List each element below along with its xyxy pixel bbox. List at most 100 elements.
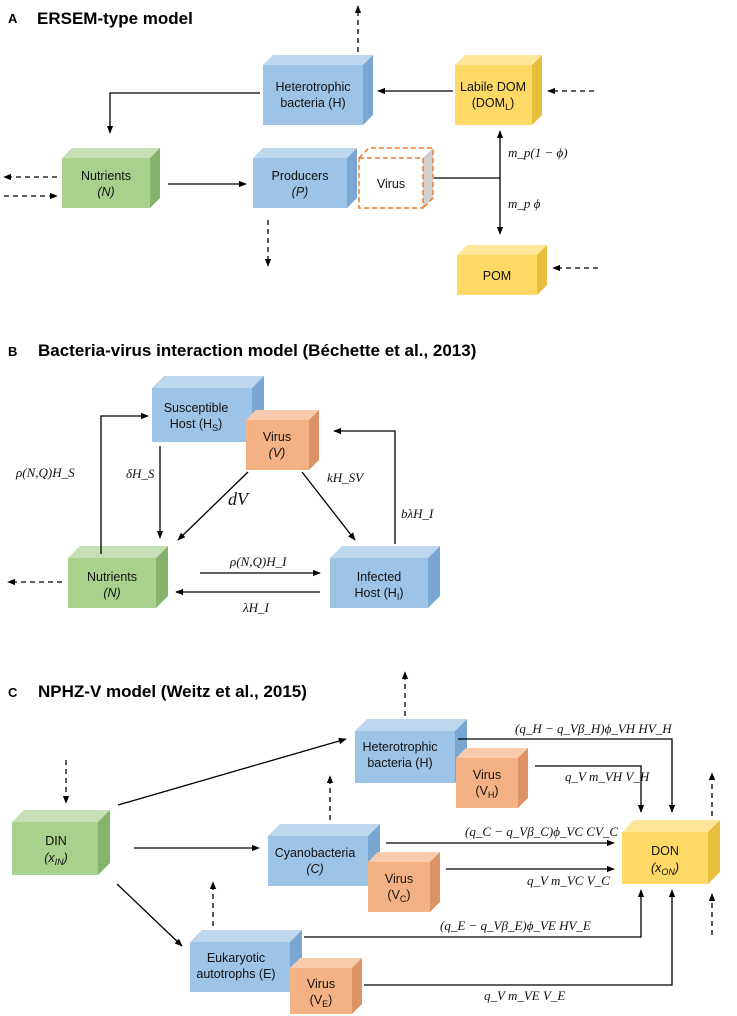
box-label: (N) [97,185,114,199]
panel-c-arrows [62,671,716,986]
box-label: DIN [45,834,67,848]
don-box: DON (xON) [622,820,720,884]
box-label: (V) [269,446,286,460]
box-label: (xON) [651,861,679,877]
panel-c-boxes: Heterotrophic bacteria (H) Virus (VH) DI… [12,719,720,1014]
box-label: POM [483,269,511,283]
virus-h-box: Virus (VH) [456,748,528,808]
box-label: ) [328,993,332,1007]
cyanobacteria-box: Cyanobacteria (C) [268,824,380,886]
virus-box-b: Virus (V) [246,410,319,470]
e-virus-label: q_V m_VE V_E [484,988,565,1003]
box-subscript: C [400,894,407,904]
b-lambda-label: bλH_I [401,506,434,521]
box-label: (x [44,851,55,865]
heterotrophic-bacteria-box-a: Heterotrophic bacteria (H) [263,55,373,125]
din-box: DIN (xIN) [12,810,110,875]
h-lysis-label: (q_H − q_Vβ_H)ϕ_VH HV_H [515,721,672,736]
box-label: (P) [292,185,309,199]
box-label: (N) [103,586,120,600]
labile-dom-box: Labile DOM (DOML) [455,55,542,125]
virus-e-box: Virus (VE) [290,958,362,1014]
box-label: Virus [385,872,413,886]
box-label: Infected [357,570,402,584]
box-label: ) [62,851,68,865]
box-subscript: H [488,790,495,800]
box-label: Host (HI) [354,586,403,602]
mp-one-minus-phi-label: m_p(1 − ϕ) [508,145,568,160]
box-label: (VE) [310,993,333,1009]
box-label: Cyanobacteria [275,846,356,860]
e-lysis-label: (q_E − q_Vβ_E)ϕ_VE HV_E [440,918,591,933]
box-label: (VH) [475,784,498,800]
susceptible-host-box: Susceptible Host (HS) [152,376,264,442]
box-label: ) [399,586,403,600]
delta-hs-label: δH_S [126,466,155,481]
box-subscript: IN [55,857,65,867]
mp-phi-label: m_p ϕ [508,196,541,211]
box-subscript: ON [661,867,675,877]
box-label: (V [387,888,400,902]
box-label: (V [310,993,323,1007]
pom-box: POM [457,245,547,295]
box-subscript: E [322,999,328,1009]
producers-box: Producers (P) [253,148,357,208]
panel-b-letter: B [8,344,17,359]
c-virus-label: q_V m_VC V_C [527,873,610,888]
panel-a-title: ERSEM-type model [37,9,193,28]
box-label: bacteria (H) [280,96,345,110]
panel-c-letter: C [8,685,18,700]
box-label: (DOML) [472,96,515,112]
box-label: Virus [377,177,405,191]
khsv-label: kH_SV [327,470,365,485]
box-label: Eukaryotic [207,951,265,965]
panel-b-title: Bacteria-virus interaction model (Béchet… [38,341,476,360]
box-label: (xIN) [44,851,68,867]
box-label: Labile DOM [460,80,526,94]
box-label: bacteria (H) [367,756,432,770]
nutrients-box-b: Nutrients (N) [68,546,168,608]
box-label: Host (H [170,417,212,431]
nutrients-box-a: Nutrients (N) [62,148,160,208]
lambda-hi-label: λH_I [242,600,270,615]
rho-hs-label: ρ(N,Q)H_S [15,465,75,480]
box-subscript: I [397,592,400,602]
panel-a-letter: A [8,11,18,26]
h-virus-label: q_V m_VH V_H [565,769,650,784]
panel-b-boxes: Susceptible Host (HS) Virus (V) Nutrient… [68,376,440,608]
box-label: Host (HS) [170,417,223,433]
box-label: (DOM [472,96,505,110]
heterotrophic-bacteria-box-c: Heterotrophic bacteria (H) [355,719,467,783]
box-label: ) [494,784,498,798]
box-label: Virus [307,977,335,991]
box-label: (C) [306,862,323,876]
infected-host-box: Infected Host (HI) [330,546,440,608]
box-label: Virus [473,768,501,782]
box-label: Heterotrophic [362,740,437,754]
box-subscript: L [505,102,510,112]
virus-c-box: Virus (VC) [368,852,440,912]
box-label: (VC) [387,888,410,904]
box-label: Producers [272,169,329,183]
box-label: DON [651,844,679,858]
box-subscript: S [212,423,218,433]
panel-a-boxes: Heterotrophic bacteria (H) Labile DOM (D… [62,55,547,295]
panel-c-title: NPHZ-V model (Weitz et al., 2015) [38,682,307,701]
eukaryotic-autotrophs-box: Eukaryotic autotrophs (E) [190,930,302,992]
rho-hi-label: ρ(N,Q)H_I [229,554,287,569]
c-lysis-label: (q_C − q_Vβ_C)ϕ_VC CV_C [465,824,618,839]
box-label: ) [510,96,514,110]
panel-a-arrows [3,5,598,272]
box-label: Host (H [354,586,396,600]
box-label: (x [651,861,662,875]
box-label: ) [218,417,222,431]
panel-b-arrows [7,412,396,596]
virus-dashed-box: Virus [358,147,434,209]
box-label: Nutrients [87,570,137,584]
box-label: Susceptible [164,401,229,415]
box-label: Heterotrophic [275,80,350,94]
box-label: Nutrients [81,169,131,183]
box-label: autotrophs (E) [196,967,275,981]
box-label: ) [673,861,679,875]
box-label: (V [475,784,488,798]
